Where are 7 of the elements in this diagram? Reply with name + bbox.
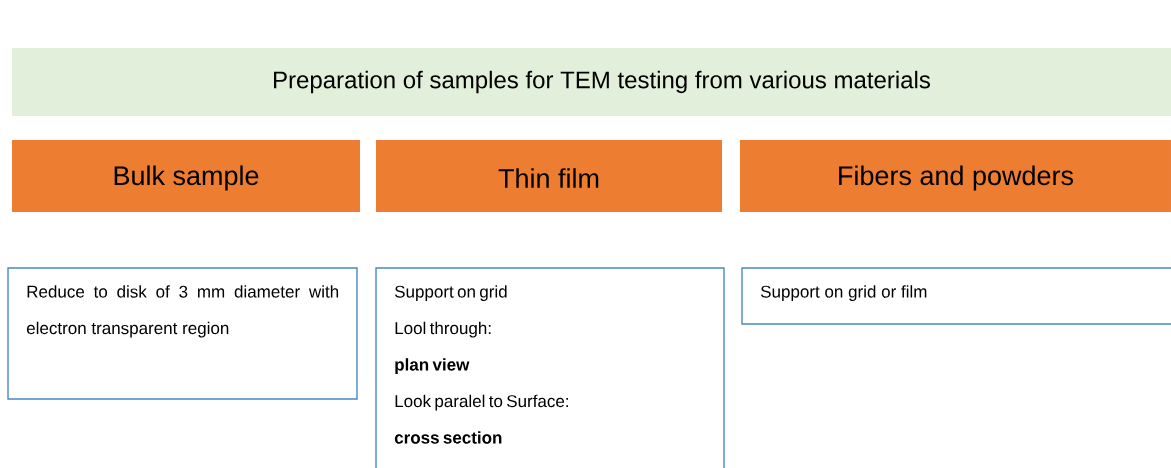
category-box: Fibers and powders [740,140,1171,212]
text-box: Support on grid or film [741,267,1171,325]
text-box: Support on grid Lool through: plan view Look paralel to Surface: cross section [375,267,725,468]
category-box: Bulk sample [12,140,360,212]
category-box: Thin film [376,140,722,212]
title-band: Preparation of samples for TEM testing from various materials [12,48,1171,116]
text-box: Reduce to disk of 3 mm diameter with electron transparent region [7,267,358,400]
